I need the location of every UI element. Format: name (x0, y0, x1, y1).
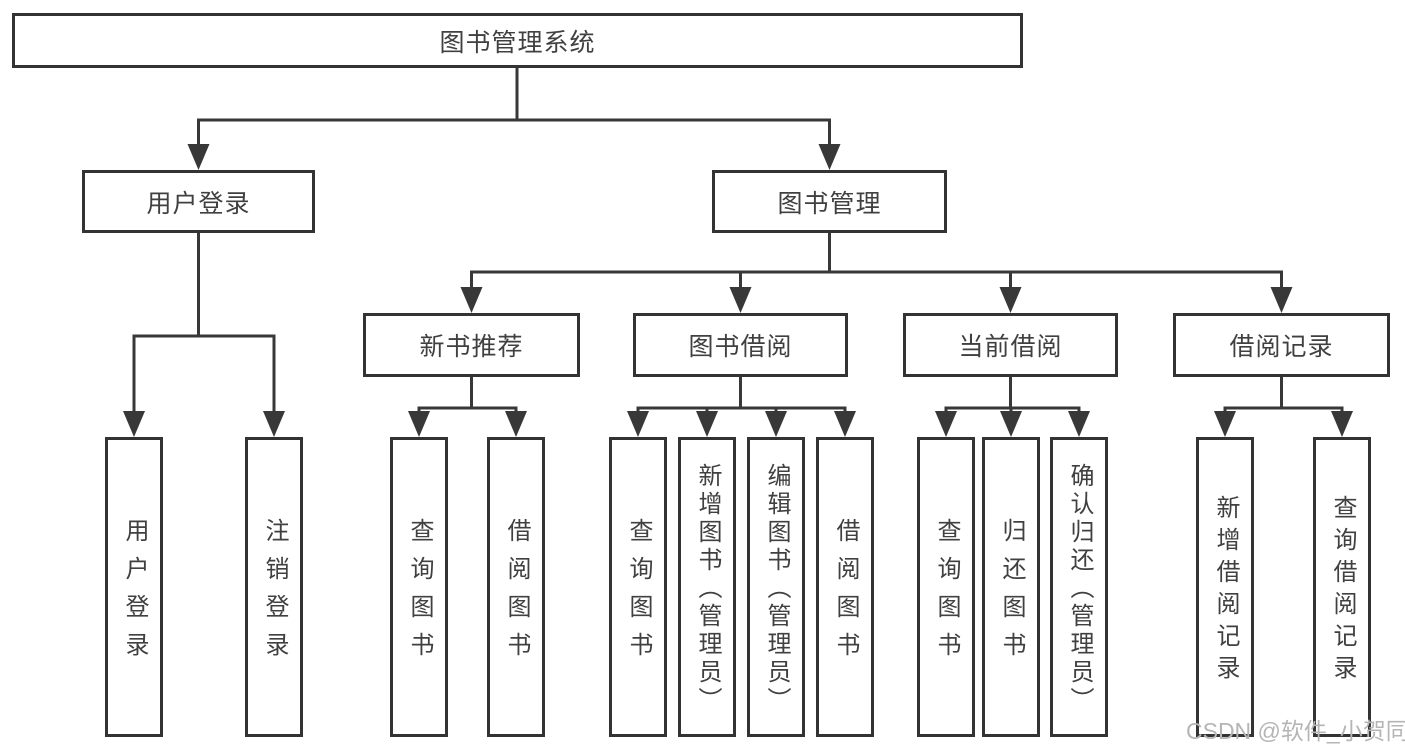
leaf-borrow-books-recommend: 借阅图书 (487, 437, 545, 737)
node-current-borrowing: 当前借阅 (903, 313, 1118, 377)
node-borrowing-records-label: 借阅记录 (1229, 333, 1334, 361)
leaf-edit-book-admin: 编辑图书（管理员） (747, 437, 805, 737)
root-node-label: 图书管理系统 (439, 28, 596, 57)
leaf-user-login: 用户登录 (105, 437, 163, 737)
leaf-query-borrow-record: 查询借阅记录 (1313, 437, 1371, 737)
leaf-return-books-label: 归还图书 (998, 518, 1025, 670)
leaf-add-book-admin: 新增图书（管理员） (678, 437, 736, 737)
leaf-query-books-recommend: 查询图书 (390, 437, 448, 737)
leaf-borrow-books-recommend-label: 借阅图书 (503, 518, 530, 670)
node-user-login-label: 用户登录 (146, 189, 251, 218)
root-node: 图书管理系统 (12, 13, 1023, 68)
node-user-login: 用户登录 (82, 170, 315, 233)
leaf-query-borrow-record-label: 查询借阅记录 (1329, 495, 1356, 687)
leaf-return-books: 归还图书 (982, 437, 1040, 737)
leaf-query-books-borrowing: 查询图书 (609, 437, 667, 737)
node-book-borrowing: 图书借阅 (633, 313, 848, 377)
leaf-query-books-current: 查询图书 (917, 437, 975, 737)
leaf-add-book-admin-label: 新增图书（管理员） (694, 463, 721, 715)
node-book-borrowing-label: 图书借阅 (688, 333, 793, 361)
node-new-book-recommendation-label: 新书推荐 (419, 333, 524, 361)
leaf-user-login-label: 用户登录 (121, 518, 148, 670)
leaf-add-borrow-record-label: 新增借阅记录 (1212, 495, 1239, 687)
leaf-query-books-borrowing-label: 查询图书 (625, 518, 652, 670)
node-current-borrowing-label: 当前借阅 (958, 333, 1063, 361)
node-borrowing-records: 借阅记录 (1173, 313, 1390, 377)
leaf-add-borrow-record: 新增借阅记录 (1196, 437, 1254, 737)
leaf-borrow-books: 借阅图书 (816, 437, 874, 737)
node-book-management: 图书管理 (712, 170, 947, 233)
leaf-query-books-recommend-label: 查询图书 (406, 518, 433, 670)
leaf-confirm-return-admin: 确认归还（管理员） (1050, 437, 1108, 737)
leaf-borrow-books-label: 借阅图书 (832, 518, 859, 670)
leaf-logout-label: 注销登录 (261, 518, 288, 670)
leaf-confirm-return-admin-label: 确认归还（管理员） (1066, 463, 1093, 715)
csdn-watermark: CSDN @软件_小贺同学 (1186, 718, 1405, 744)
leaf-edit-book-admin-label: 编辑图书（管理员） (763, 463, 790, 715)
leaf-query-books-current-label: 查询图书 (933, 518, 960, 670)
leaf-logout: 注销登录 (245, 437, 303, 737)
node-new-book-recommendation: 新书推荐 (363, 313, 580, 377)
node-book-management-label: 图书管理 (777, 189, 882, 218)
